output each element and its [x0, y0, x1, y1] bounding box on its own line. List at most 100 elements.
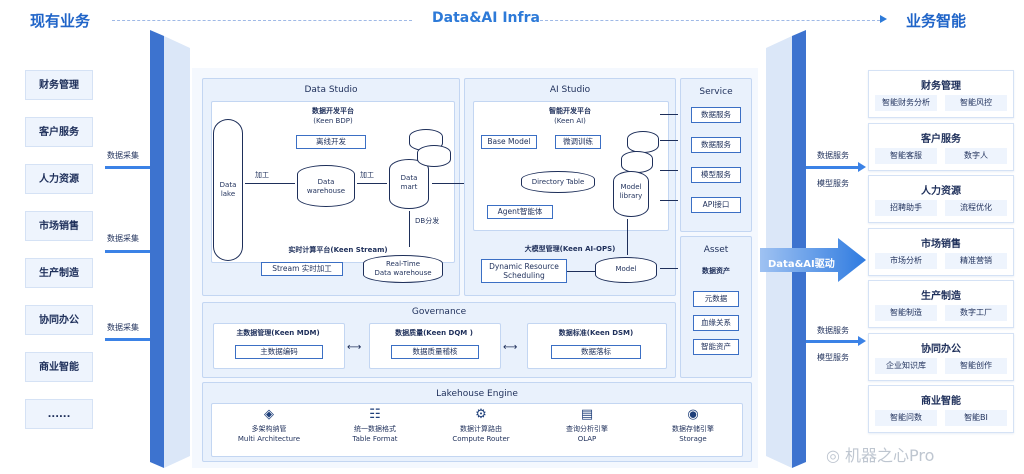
left-business-item[interactable]: 市场销售	[25, 211, 93, 241]
directory-table-cylinder	[521, 171, 595, 193]
lakehouse-inner	[211, 403, 743, 457]
finetune-button[interactable]: 微调训练	[555, 135, 601, 149]
library-to-model-line	[627, 219, 628, 255]
right-label-ds1: 数据服务	[817, 151, 849, 160]
model-db-1	[627, 131, 659, 153]
left-business-item[interactable]: 财务管理	[25, 70, 93, 100]
mart-to-rt-line	[409, 211, 410, 247]
right-group-item[interactable]: 智能创作	[945, 357, 1007, 374]
right-group-card: 商业智能智能问数智能BI	[868, 385, 1014, 433]
mdm-button[interactable]: 主数据编码	[235, 345, 323, 359]
asset-item[interactable]: 智能资产	[693, 339, 739, 355]
asset-item[interactable]: 元数据	[693, 291, 739, 307]
right-header: 业务智能	[906, 12, 967, 30]
governance-title: Governance	[411, 307, 467, 317]
governance-panel: Governance 主数据管理(Keen MDM) 主数据编码 ⟷ 数据质量(…	[202, 302, 676, 378]
lakehouse-item-cn: 查询分析引擎	[566, 425, 608, 433]
to-service-line-2	[660, 140, 678, 141]
collect-arrow-line-2	[105, 250, 173, 253]
service-item[interactable]: 数据服务	[691, 137, 741, 153]
right-group-card: 协同办公企业知识库智能创作	[868, 332, 1014, 381]
asset-title: Asset	[703, 245, 729, 255]
right-group-title: 协同办公	[921, 343, 961, 355]
right-group-item[interactable]: 市场分析	[875, 252, 937, 269]
base-model-button[interactable]: Base Model	[481, 135, 537, 149]
data-lake-label: Data lake	[219, 181, 237, 198]
sched-to-model-line	[567, 271, 595, 272]
data-studio-panel: Data Studio 数据开发平台 (Keen BDP) 离线开发 Data …	[202, 78, 460, 296]
rt-warehouse-cylinder	[363, 255, 443, 283]
mdm-title: 主数据管理(Keen MDM)	[236, 329, 320, 337]
right-group-title: 人力资源	[921, 186, 961, 197]
right-label-ms1: 模型服务	[817, 179, 849, 188]
dqm-button[interactable]: 数据质量稽核	[391, 345, 479, 359]
right-group-card: 人力资源招聘助手流程优化	[868, 175, 1014, 223]
drive-arrow	[760, 238, 866, 282]
offline-dev-button[interactable]: 离线开发	[296, 135, 366, 149]
right-group-title: 客户服务	[921, 133, 961, 145]
right-group-item[interactable]: 智能风控	[945, 95, 1007, 111]
right-group-item[interactable]: 智能问数	[875, 410, 937, 426]
right-group-title: 商业智能	[921, 396, 961, 407]
asset-item[interactable]: 血缘关系	[693, 315, 739, 331]
warehouse-to-mart-line	[357, 183, 387, 184]
right-group-item[interactable]: 流程优化	[945, 200, 1007, 216]
service-item[interactable]: 模型服务	[691, 167, 741, 183]
mart-cylinder	[389, 159, 429, 209]
left-business-item[interactable]: 生产制造	[25, 258, 93, 288]
service-title: Service	[699, 87, 733, 97]
right-group-item[interactable]: 企业知识库	[875, 357, 937, 374]
watermark: ◎ 机器之心Pro	[826, 442, 934, 466]
dsm-title: 数据标准(Keen DSM)	[558, 329, 634, 337]
agent-button[interactable]: Agent智能体	[487, 205, 553, 219]
header-arrow-icon	[880, 15, 887, 23]
left-pillar	[150, 30, 190, 468]
lakehouse-item-en: Storage	[679, 435, 707, 443]
db-dist-label: DB分发	[415, 217, 440, 225]
right-group-item[interactable]: 智能制造	[875, 305, 937, 321]
model-library-label: Model library	[619, 183, 643, 200]
right-group-item[interactable]: 智能财务分析	[875, 95, 937, 111]
sliders-icon: ☷	[369, 407, 381, 422]
right-group-item[interactable]: 智能BI	[945, 410, 1007, 426]
to-asset-line	[660, 268, 678, 269]
ai-studio-title: AI Studio	[549, 85, 591, 95]
service-item[interactable]: API接口	[691, 197, 741, 213]
right-group-title: 生产制造	[921, 291, 961, 302]
stream-process-button[interactable]: Stream 实时加工	[261, 262, 343, 276]
model-label: Model	[615, 265, 637, 273]
model-cylinder	[595, 257, 657, 283]
left-business-column: 财务管理客户服务人力资源市场销售生产制造协同办公商业智能......	[18, 70, 100, 442]
lakehouse-item-cn: 多架构纳管	[251, 425, 287, 433]
dsm-button[interactable]: 数据落标	[551, 345, 641, 359]
left-business-item[interactable]: 商业智能	[25, 352, 93, 382]
collect-arrow-line-3	[105, 338, 173, 341]
right-group-item[interactable]: 数字人	[945, 147, 1007, 164]
gov-arrow-icon-2: ⟷	[503, 342, 518, 353]
service-arrow-icon-2	[858, 336, 866, 346]
left-business-item[interactable]: 客户服务	[25, 117, 93, 147]
left-header: 现有业务	[30, 12, 91, 30]
left-business-item[interactable]: ......	[25, 399, 93, 429]
right-group-item[interactable]: 精准营销	[945, 252, 1007, 269]
left-business-item[interactable]: 人力资源	[25, 164, 93, 194]
drive-label: Data&AI驱动	[768, 259, 835, 270]
right-group-item[interactable]: 招聘助手	[875, 200, 937, 216]
db-cylinder-2	[417, 145, 451, 167]
service-item[interactable]: 数据服务	[691, 107, 741, 123]
right-label-ms2: 模型服务	[817, 353, 849, 362]
gov-arrow-icon-1: ⟷	[347, 342, 362, 353]
right-group-title: 财务管理	[921, 81, 961, 92]
right-group-item[interactable]: 数字工厂	[945, 305, 1007, 321]
right-group-card: 客户服务智能客服数字人	[868, 122, 1014, 171]
right-group-title: 市场销售	[921, 238, 961, 250]
report-icon: ▤	[580, 407, 594, 422]
collect-label-2: 数据采集	[107, 234, 139, 243]
dyn-sched-button[interactable]: Dynamic Resource Scheduling	[481, 259, 567, 283]
collect-label-3: 数据采集	[107, 323, 139, 332]
right-label-ds2: 数据服务	[817, 326, 849, 335]
right-group-item[interactable]: 智能客服	[875, 147, 937, 164]
lakehouse-item-cn: 数据存储引擎	[672, 425, 714, 433]
left-business-item[interactable]: 协同办公	[25, 305, 93, 335]
